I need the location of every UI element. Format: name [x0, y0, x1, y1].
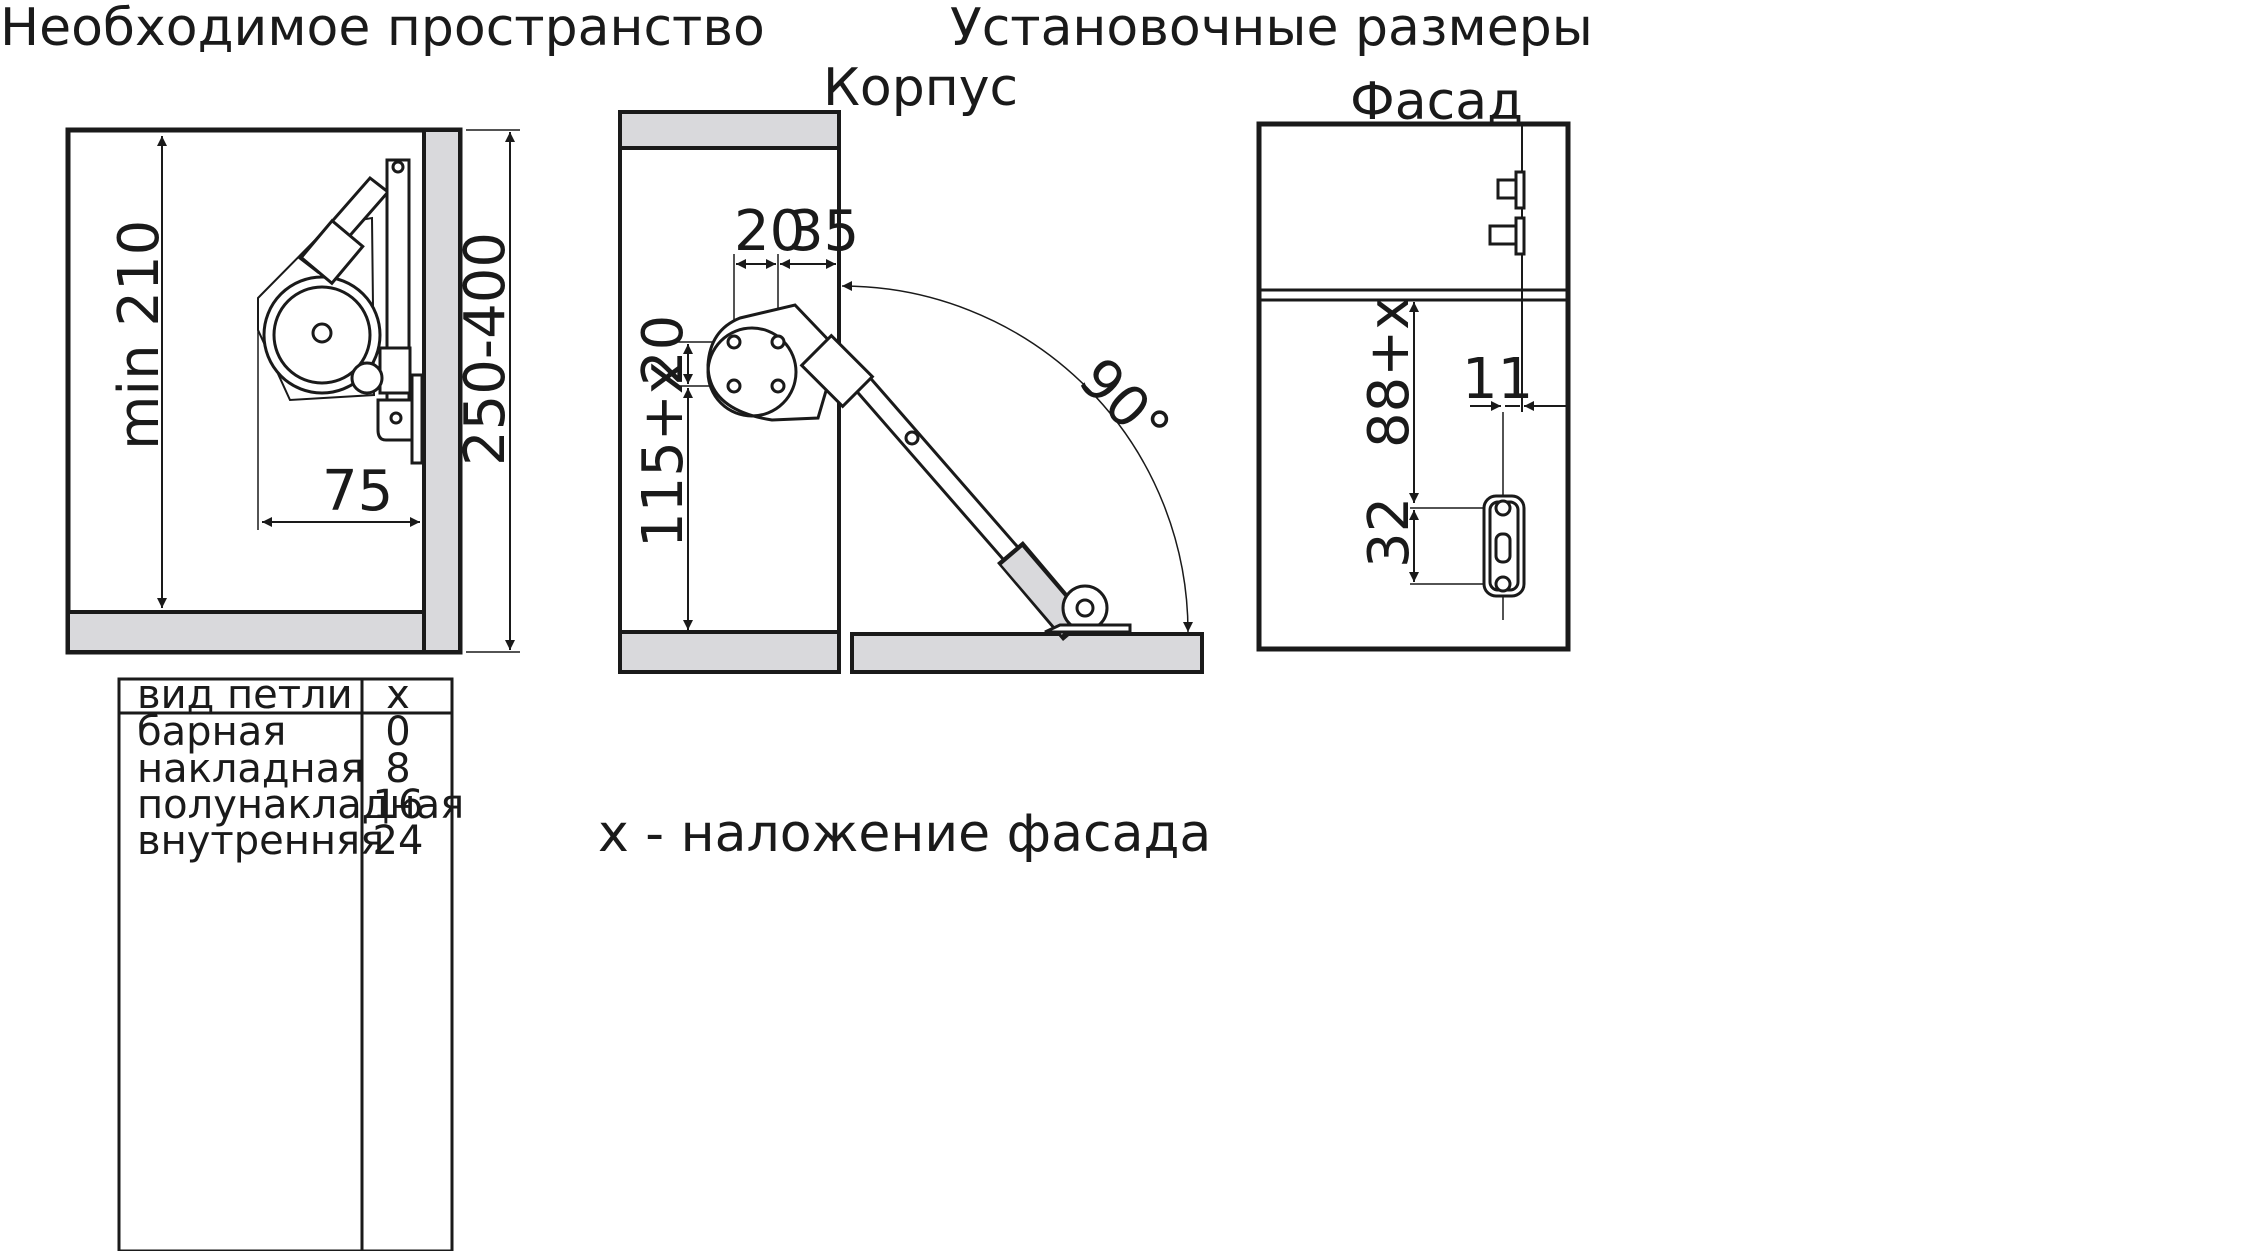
table-cell-type: полунакладная: [137, 782, 464, 828]
min-height-label: min 210: [107, 220, 172, 450]
hinge-table: вид петли x барная 0 накладная 8 полунак…: [117, 672, 464, 1251]
legend-text: x - наложение фасада: [598, 804, 1212, 864]
table-cell-type: барная: [137, 709, 286, 755]
facade-panel: [850, 632, 1204, 674]
table-cell-x: 8: [385, 746, 410, 792]
table-cell-x: 24: [373, 818, 424, 864]
facade-11-label: 11: [1462, 347, 1533, 412]
mounting-plate-icon: [1482, 494, 1526, 598]
body-top-panel: [618, 110, 841, 150]
table-cell-x: 16: [373, 782, 424, 828]
offset-35-label: 35: [788, 199, 859, 264]
cabinet-side-panel: [422, 128, 462, 654]
vertical-20-label: 20: [631, 315, 696, 386]
table-cell-x: 0: [385, 709, 410, 755]
height-range-label: 250-400: [453, 232, 518, 466]
lift-mechanism-left: [257, 158, 424, 465]
table-cell-type: внутренняя: [137, 818, 384, 864]
offset-20-label: 20: [734, 199, 805, 264]
table-header-type: вид петли: [137, 672, 353, 718]
facade-88-label: 88+x: [1357, 297, 1422, 448]
cabinet-bottom-panel: [66, 610, 426, 654]
angle-arc: [841, 281, 1193, 633]
angle-label: 90°: [1066, 346, 1182, 462]
facade-32-label: 32: [1357, 497, 1422, 568]
body-view: 20 35 20 115+x 90°: [618, 110, 1204, 674]
required-space-title: Необходимое пространство: [0, 0, 765, 58]
table-header-x: x: [386, 672, 410, 718]
table-cell-type: накладная: [137, 746, 364, 792]
required-space-view: min 210 250-400 75: [65, 127, 520, 655]
hinge-cup-icon: [1488, 170, 1526, 256]
facade-view: 88+x 11 32: [1256, 121, 1571, 652]
mounting-dimensions-title: Установочные размеры: [950, 0, 1593, 58]
lift-mechanism-body: [706, 303, 1132, 641]
body-view-title: Корпус: [823, 58, 1019, 118]
depth-label: 75: [322, 459, 393, 524]
vertical-115-label: 115+x: [631, 361, 696, 548]
body-bottom-panel: [618, 630, 841, 674]
facade-view-title: Фасад: [1350, 72, 1524, 132]
